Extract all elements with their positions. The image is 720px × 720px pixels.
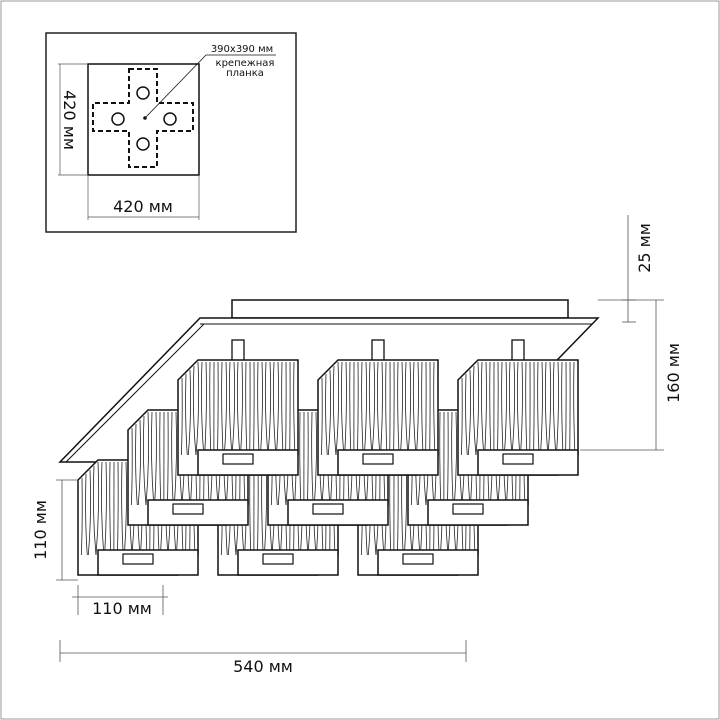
base-square	[87, 63, 200, 176]
lamp-shade	[457, 339, 579, 476]
bulb-socket	[502, 453, 534, 465]
shade-width-label: 110 мм	[92, 599, 152, 618]
bulb-socket	[402, 553, 434, 565]
bulb-socket	[262, 553, 294, 565]
shade-holder	[371, 339, 385, 363]
total-width-label: 540 мм	[233, 657, 293, 676]
plate-thickness-label: 25 мм	[635, 223, 654, 273]
shade-bottom	[377, 549, 479, 576]
total-height-label: 160 мм	[664, 343, 683, 403]
ceiling-base	[231, 299, 569, 319]
inset-height-label: 420 мм	[60, 90, 79, 150]
lamp-shade	[317, 339, 439, 476]
mounting-inset: 390x390 мм крепежная планка 420 мм 420 м…	[45, 32, 297, 233]
bulb-socket	[362, 453, 394, 465]
bulb-socket	[312, 503, 344, 515]
shade-holder	[511, 339, 525, 363]
bulb-socket	[222, 453, 254, 465]
shade-holder	[231, 339, 245, 363]
plate-caption-2: планка	[226, 68, 264, 79]
shade-height-label: 110 мм	[31, 500, 50, 560]
plate-caption-1: крепежная	[216, 58, 275, 69]
plate-size-label: 390x390 мм	[211, 44, 273, 55]
lamp-shade	[177, 339, 299, 476]
bulb-socket	[172, 503, 204, 515]
lamp-body	[58, 299, 600, 576]
bulb-socket	[122, 553, 154, 565]
bulb-socket	[452, 503, 484, 515]
inset-width-label: 420 мм	[113, 197, 173, 216]
mounting-holes	[111, 86, 177, 151]
dimension-lines	[56, 215, 664, 662]
